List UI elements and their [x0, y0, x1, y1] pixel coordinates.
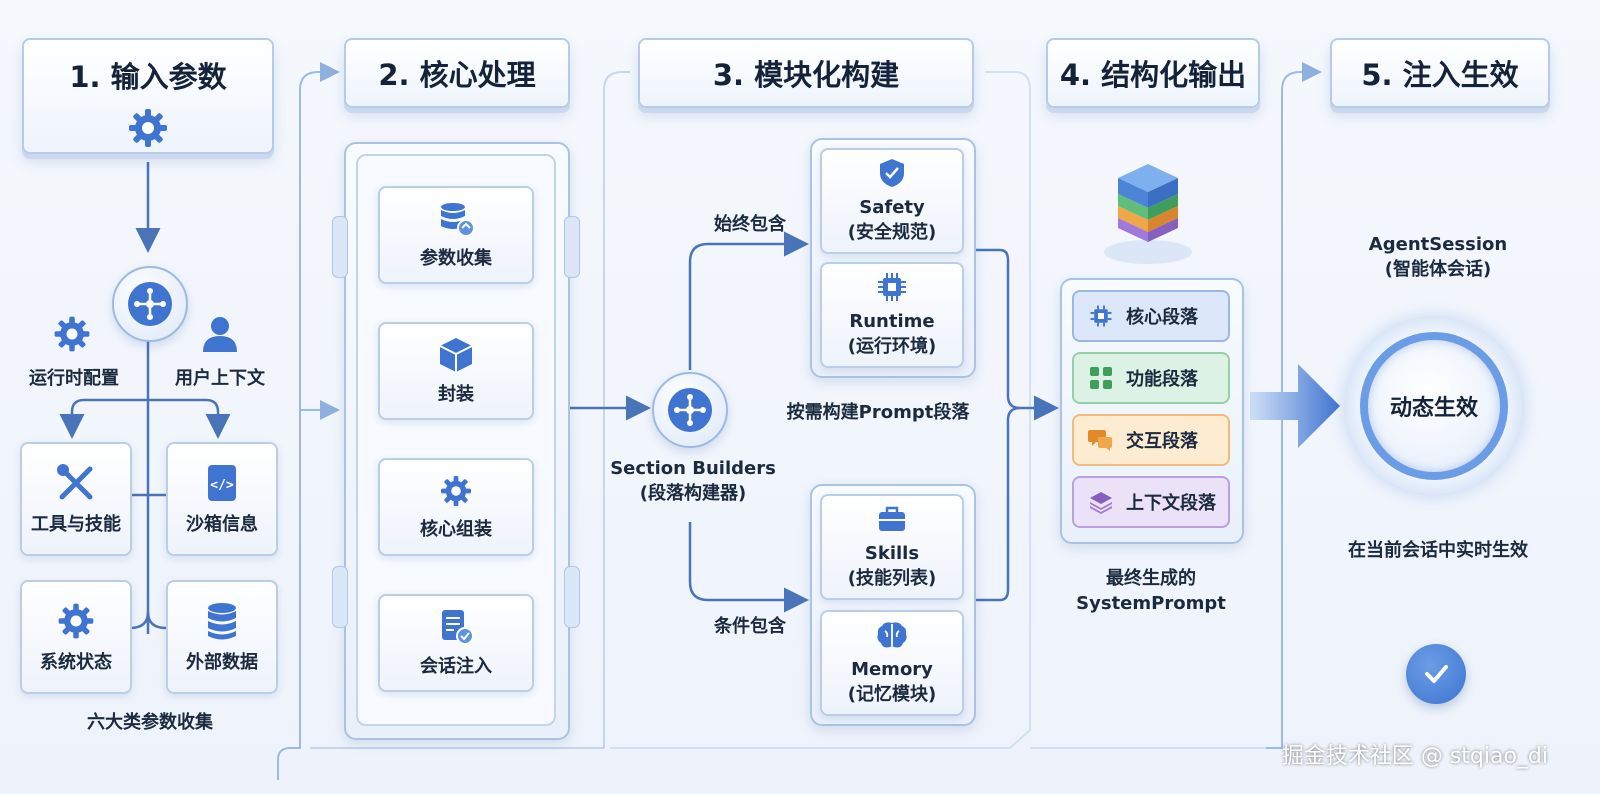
shield-icon [876, 157, 908, 196]
segment-context-label: 上下文段落 [1126, 493, 1216, 514]
tools-icon [54, 461, 98, 512]
system-prompt-caption-line1: 最终生成的 [1106, 568, 1196, 589]
agent-session-title-en: AgentSession [1368, 234, 1508, 255]
inject-card: 会话注入 [378, 594, 534, 692]
system-gear-icon [54, 599, 98, 650]
chip-icon [876, 271, 908, 310]
step-1-title: 1. 输入参数 [69, 60, 227, 94]
segment-core: 核心段落 [1072, 290, 1230, 342]
code-file-icon: </> [200, 461, 244, 512]
user-icon [198, 312, 242, 356]
build-on-demand-caption: 按需构建Prompt段落 [786, 402, 970, 423]
always-include-label: 始终包含 [714, 214, 786, 235]
tools-skills-card: 工具与技能 [20, 442, 132, 556]
inputs-caption: 六大类参数收集 [87, 712, 213, 733]
runtime-config-label: 运行时配置 [29, 368, 119, 389]
agent-session-title-zh: (智能体会话) [1384, 259, 1492, 281]
dynamic-effect-label: 动态生效 [1389, 396, 1478, 421]
realtime-effect-caption: 在当前会话中实时生效 [1348, 540, 1528, 561]
section-builders-subtitle: (段落构建器) [639, 483, 747, 505]
chip-icon [1088, 303, 1114, 329]
external-data-card: 外部数据 [166, 580, 278, 694]
document-check-icon [436, 607, 476, 654]
agent-session-title: AgentSession (智能体会话) [1330, 232, 1546, 282]
runtime-subtitle: (运行环境) [847, 335, 937, 357]
memory-subtitle: (记忆模块) [847, 683, 937, 705]
runtime-module-card: Runtime (运行环境) [820, 262, 964, 368]
step-3-title: 3. 模块化构建 [712, 58, 900, 92]
segment-context: 上下文段落 [1072, 476, 1230, 528]
assemble-gear-icon [437, 472, 475, 517]
memory-title: Memory [851, 659, 933, 681]
layered-cube-icon [1100, 160, 1196, 270]
system-state-card: 系统状态 [20, 580, 132, 694]
watermark: 掘金技术社区 @ stqiao_di [1281, 744, 1548, 769]
briefcase-icon [876, 503, 908, 542]
segment-interaction-label: 交互段落 [1126, 431, 1198, 452]
safety-module-card: Safety (安全规范) [820, 148, 964, 254]
step-3-header: 3. 模块化构建 [638, 38, 974, 108]
panel-tab-left-bottom [332, 566, 348, 628]
gear-icon [124, 104, 172, 152]
package-icon [436, 335, 476, 382]
input-hub-icon [112, 266, 188, 342]
brain-icon [875, 619, 909, 658]
svg-text:</>: </> [210, 478, 234, 493]
system-state-label: 系统状态 [40, 651, 112, 673]
step-5-header: 5. 注入生效 [1330, 38, 1550, 108]
step-5-title: 5. 注入生效 [1361, 58, 1519, 92]
conditional-include-label: 条件包含 [714, 616, 786, 637]
external-data-label: 外部数据 [186, 651, 258, 673]
skills-module-card: Skills (技能列表) [820, 494, 964, 600]
step-2-header: 2. 核心处理 [344, 38, 570, 108]
step-4-title: 4. 结构化输出 [1059, 58, 1247, 92]
section-builders-hub-icon [652, 372, 728, 448]
skills-subtitle: (技能列表) [847, 567, 937, 589]
step-4-header: 4. 结构化输出 [1046, 38, 1260, 108]
system-prompt-caption-line2: SystemPrompt [1076, 593, 1226, 615]
panel-tab-right-top [564, 216, 580, 278]
segment-core-label: 核心段落 [1126, 307, 1198, 328]
skills-title: Skills [864, 543, 920, 565]
wrap-label: 封装 [438, 383, 474, 405]
assemble-label: 核心组装 [420, 518, 492, 540]
segment-function-label: 功能段落 [1126, 369, 1198, 390]
section-builders-title: Section Builders [610, 458, 776, 479]
segment-function: 功能段落 [1072, 352, 1230, 404]
database-sync-icon [436, 199, 476, 246]
chat-bubbles-icon [1088, 427, 1114, 453]
segment-interaction: 交互段落 [1072, 414, 1230, 466]
step-2-title: 2. 核心处理 [378, 58, 536, 92]
check-circle-icon [1406, 644, 1466, 704]
user-context-label: 用户上下文 [175, 368, 265, 389]
database-icon [200, 599, 244, 650]
tools-skills-label: 工具与技能 [31, 513, 121, 535]
sandbox-info-card: </> 沙箱信息 [166, 442, 278, 556]
wrap-card: 封装 [378, 322, 534, 420]
safety-subtitle: (安全规范) [847, 221, 937, 243]
apps-grid-icon [1088, 365, 1114, 391]
sandbox-info-label: 沙箱信息 [186, 513, 258, 535]
section-builders-label: Section Builders (段落构建器) [598, 456, 788, 506]
inject-label: 会话注入 [420, 655, 492, 677]
safety-title: Safety [859, 197, 925, 219]
runtime-config-gear-icon [50, 312, 94, 356]
assemble-card: 核心组装 [378, 458, 534, 556]
collect-label: 参数收集 [420, 247, 492, 269]
layers-icon [1088, 489, 1114, 515]
collect-card: 参数收集 [378, 186, 534, 284]
system-prompt-caption: 最终生成的 SystemPrompt [1046, 566, 1256, 616]
runtime-title: Runtime [849, 311, 935, 333]
panel-tab-right-bottom [564, 566, 580, 628]
memory-module-card: Memory (记忆模块) [820, 610, 964, 716]
panel-tab-left-top [332, 216, 348, 278]
session-ring: 动态生效 [1360, 332, 1508, 480]
